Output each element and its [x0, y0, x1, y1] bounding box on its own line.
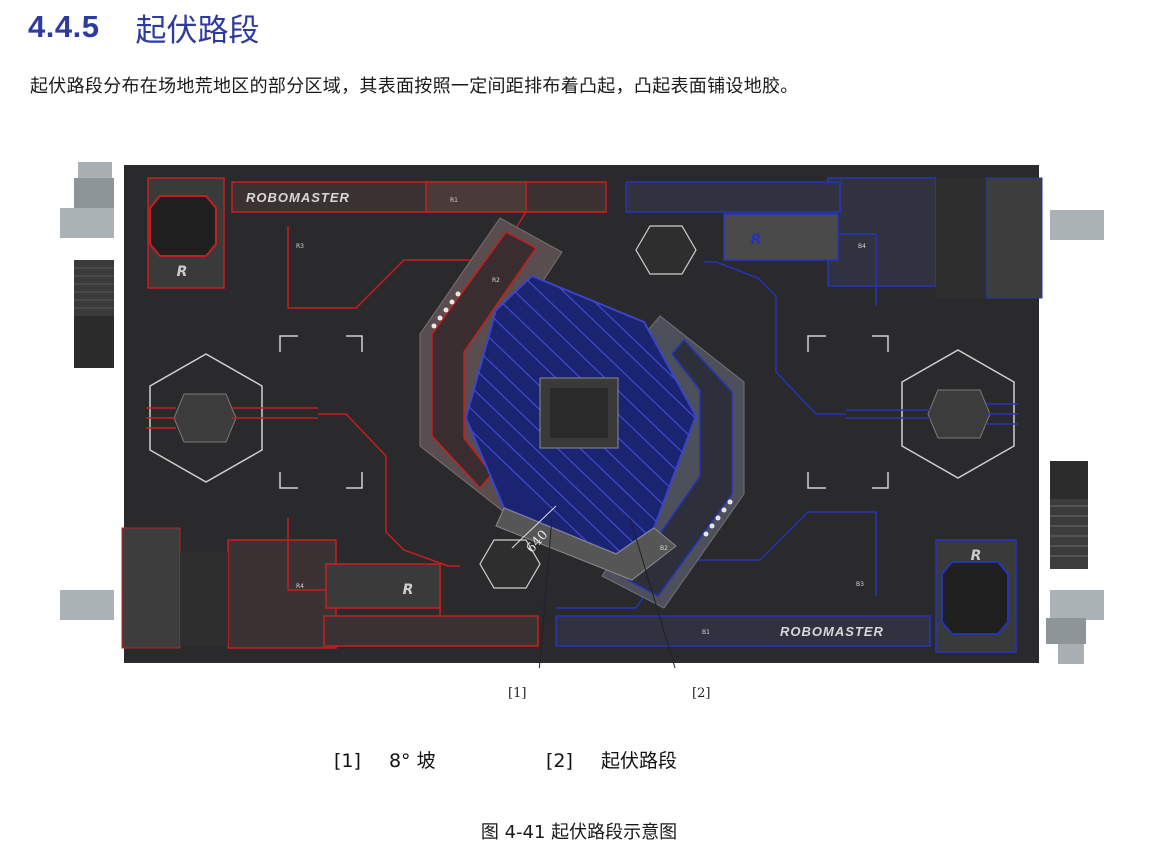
legend-item-1: [1] 8° 坡: [334, 746, 436, 773]
red-hex-zone: [149, 353, 263, 483]
figure-caption: 图 4-41 起伏路段示意图: [480, 822, 678, 843]
svg-text:R: R: [177, 264, 188, 280]
zone-tag: R4: [296, 583, 304, 590]
left-side-blocks: [60, 162, 114, 620]
svg-text:R: R: [751, 232, 762, 248]
zone-tag: R3: [296, 243, 304, 250]
zone-tag: R1: [450, 197, 458, 204]
zone-tag: B1: [702, 629, 710, 636]
legend-marker: [2]: [546, 750, 573, 772]
red-bottom-corridor: [227, 518, 539, 649]
zone-tag: R2: [492, 277, 500, 284]
right-side-blocks: [1046, 210, 1104, 664]
slope-8deg: [495, 507, 677, 581]
section-number: 4.4.5: [28, 9, 100, 44]
section-heading: 4.4.5 起伏路段: [28, 4, 259, 50]
section-title: 起伏路段: [135, 12, 260, 49]
blue-top-corridor: [625, 177, 937, 306]
callout-leaders: [538, 517, 676, 668]
field-map: R ROBOMASTER R R: [60, 162, 1104, 668]
logo-bottom: ROBOMASTER: [780, 624, 884, 639]
legend-item-2: [2] 起伏路段: [546, 746, 677, 773]
red-base-top-left: R: [147, 177, 225, 289]
legend-marker: [1]: [334, 750, 361, 772]
legend-label: 起伏路段: [600, 750, 677, 772]
zone-tag: B2: [660, 545, 668, 552]
callout-1: [1]: [508, 686, 527, 701]
intro-paragraph: 起伏路段分布在场地荒地区的部分区域，其表面按照一定间距排布着凸起，凸起表面铺设地…: [30, 76, 799, 97]
blue-base-bottom-right: R: [935, 539, 1017, 653]
callout-2: [2]: [692, 686, 711, 701]
blue-bottom-corridor: [555, 511, 931, 647]
svg-text:R: R: [403, 582, 414, 598]
logo-top: ROBOMASTER: [246, 190, 350, 205]
svg-text:R: R: [971, 548, 982, 564]
red-top-corridor: [231, 181, 607, 309]
zone-tag: B4: [858, 243, 866, 250]
zone-tag: B3: [856, 581, 864, 588]
legend-label: 8° 坡: [388, 750, 436, 772]
blue-hex-zone: [901, 349, 1015, 479]
